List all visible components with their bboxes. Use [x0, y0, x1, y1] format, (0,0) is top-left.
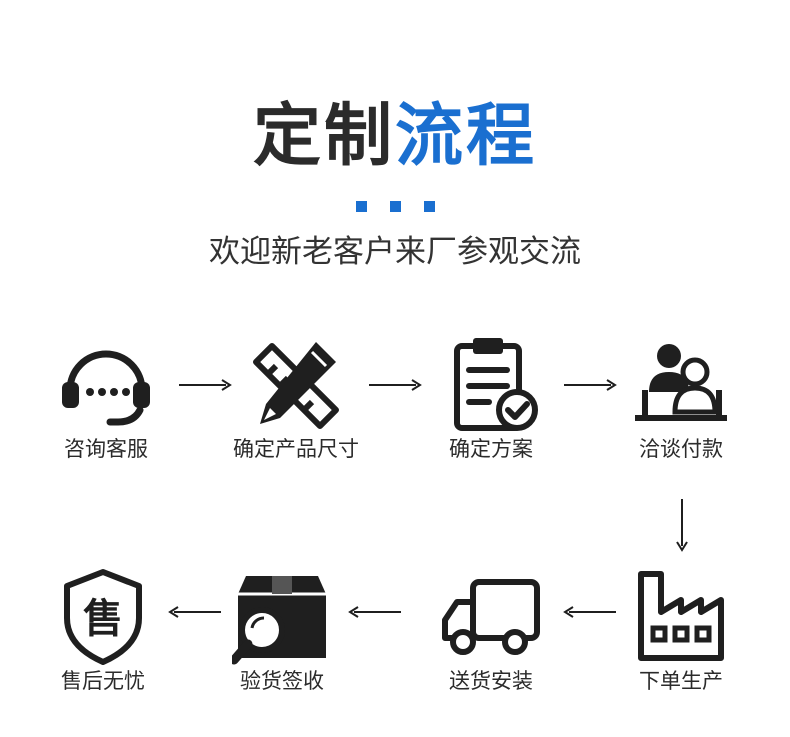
step-label: 咨询客服 — [64, 437, 148, 461]
step-size: 确定产品尺寸 — [211, 334, 381, 464]
arrow-left-icon — [168, 606, 221, 618]
arrow-left-icon — [563, 606, 616, 618]
page-subtitle: 欢迎新老客户来厂参观交流 — [209, 234, 581, 270]
title-dark-part: 定制 — [252, 97, 395, 176]
step-label: 洽谈付款 — [639, 437, 723, 461]
title-blue-part: 流程 — [395, 97, 538, 176]
step-production: 下单生产 — [596, 566, 766, 696]
step-inspection: 验货签收 — [197, 566, 367, 696]
arrow-left-icon — [348, 606, 401, 618]
step-after-sale: 售 售后无忧 — [18, 566, 188, 696]
factory-icon — [638, 571, 724, 661]
step-plan: 确定方案 — [406, 334, 576, 464]
headset-icon — [62, 350, 150, 426]
step-label: 确定产品尺寸 — [233, 437, 359, 461]
step-label: 验货签收 — [240, 669, 324, 693]
arrow-down-icon — [676, 499, 688, 552]
after-sale-badge-text: 售 — [83, 596, 123, 642]
arrow-right-icon — [564, 379, 617, 391]
step-label: 确定方案 — [449, 437, 533, 461]
step-label: 下单生产 — [639, 669, 723, 693]
arrow-right-icon — [369, 379, 422, 391]
title-divider-dots — [0, 201, 790, 212]
step-label: 售后无忧 — [61, 669, 145, 693]
page-title: 定制流程 — [0, 92, 790, 182]
step-label: 送货安装 — [449, 669, 533, 693]
step-payment: 洽谈付款 — [596, 334, 766, 464]
arrow-right-icon — [179, 379, 232, 391]
meeting-icon — [635, 344, 727, 421]
step-delivery: 送货安装 — [406, 566, 576, 696]
pencil-ruler-icon — [253, 342, 339, 429]
package-inspect-icon — [232, 576, 326, 665]
after-sale-shield-icon: 售 — [64, 569, 142, 665]
truck-icon — [442, 579, 540, 655]
clipboard-check-icon — [454, 338, 538, 431]
step-consult: 咨询客服 — [21, 334, 191, 464]
